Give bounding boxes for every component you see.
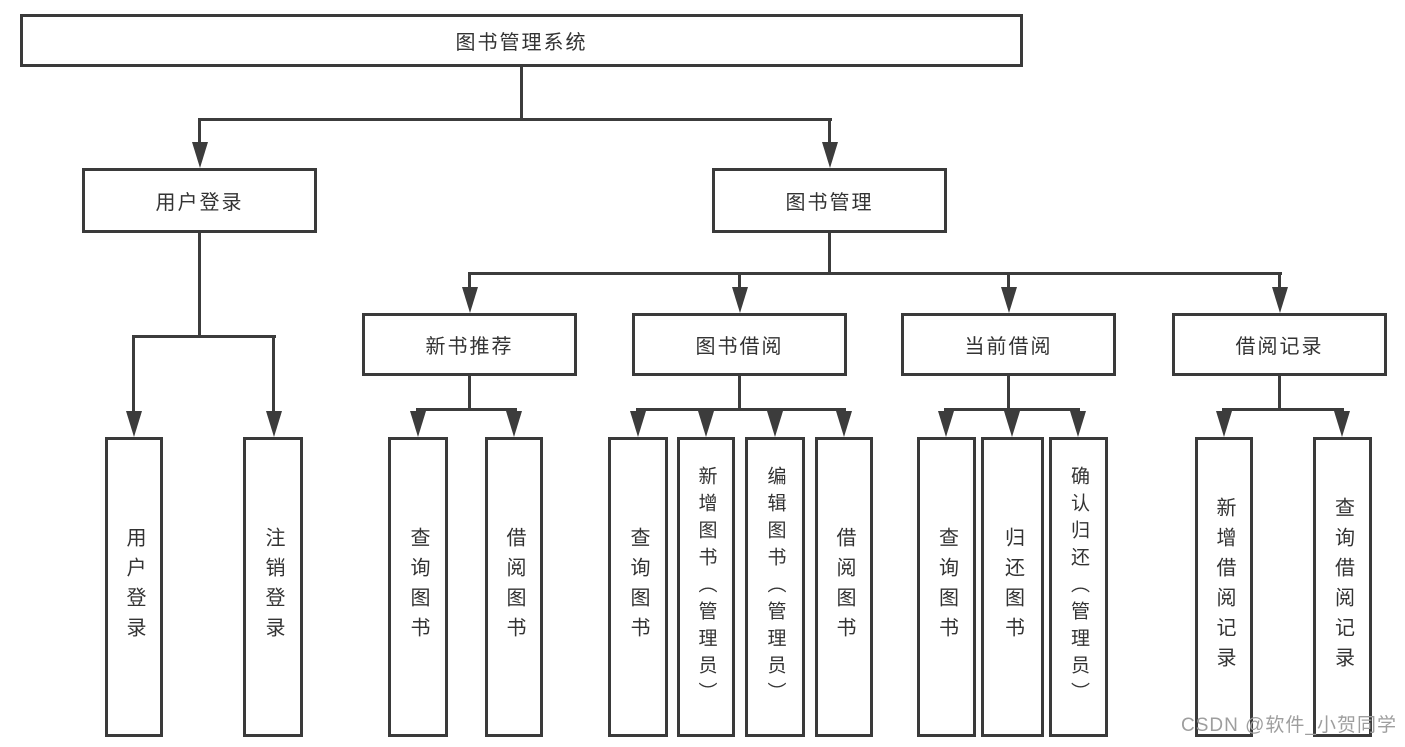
arrow-down-icon: [1272, 287, 1288, 313]
arrow-down-icon: [1216, 411, 1232, 437]
leaf-edit-book: 编辑图书（管理员）: [745, 437, 805, 737]
arrow-down-icon: [506, 411, 522, 437]
leaf-borrow-book-1-label: 借阅图书: [503, 527, 525, 647]
connector-line: [636, 408, 846, 411]
arrow-down-icon: [192, 142, 208, 168]
node-user-login: 用户登录: [82, 168, 317, 233]
connector-line: [132, 335, 276, 338]
leaf-add-borrow-record: 新增借阅记录: [1195, 437, 1253, 737]
node-book-management-label: 图书管理: [785, 192, 874, 214]
leaf-query-book-1: 查询图书: [388, 437, 448, 737]
arrow-down-icon: [1004, 411, 1020, 437]
node-book-borrow-label: 图书借阅: [695, 336, 784, 358]
leaf-add-book: 新增图书（管理员）: [677, 437, 735, 737]
connector-line: [828, 118, 831, 148]
node-user-login-label: 用户登录: [155, 192, 244, 214]
node-root-label: 图书管理系统: [455, 32, 588, 54]
connector-line: [272, 335, 275, 413]
connector-line: [468, 272, 471, 290]
leaf-return-book: 归还图书: [981, 437, 1044, 737]
connector-line: [738, 376, 741, 410]
leaf-query-borrow-record-label: 查询借阅记录: [1331, 497, 1354, 677]
node-current-borrow-label: 当前借阅: [964, 336, 1053, 358]
arrow-down-icon: [1334, 411, 1350, 437]
leaf-borrow-book-2-label: 借阅图书: [833, 527, 855, 647]
csdn-watermark: CSDN @软件_小贺同学: [1181, 715, 1397, 736]
arrow-down-icon: [1001, 287, 1017, 313]
arrow-down-icon: [462, 287, 478, 313]
connector-line: [738, 272, 741, 290]
connector-line: [520, 67, 523, 120]
leaf-confirm-return: 确认归还（管理员）: [1049, 437, 1108, 737]
connector-line: [198, 233, 201, 337]
node-new-book-recommend-label: 新书推荐: [425, 336, 514, 358]
arrow-down-icon: [1070, 411, 1086, 437]
leaf-add-borrow-record-label: 新增借阅记录: [1213, 497, 1235, 677]
leaf-user-login: 用户登录: [105, 437, 163, 737]
connector-line: [132, 335, 135, 413]
connector-line: [1007, 376, 1010, 410]
connector-line: [1222, 408, 1344, 411]
leaf-return-book-label: 归还图书: [1001, 527, 1024, 647]
connector-line: [198, 118, 201, 148]
leaf-query-book-3-label: 查询图书: [935, 527, 958, 647]
connector-line: [1278, 376, 1281, 410]
node-new-book-recommend: 新书推荐: [362, 313, 577, 376]
connector-line: [944, 408, 1080, 411]
node-borrow-records: 借阅记录: [1172, 313, 1387, 376]
arrow-down-icon: [698, 411, 714, 437]
leaf-query-book-2-label: 查询图书: [627, 527, 649, 647]
connector-line: [468, 376, 471, 410]
leaf-query-book-2: 查询图书: [608, 437, 668, 737]
leaf-logout: 注销登录: [243, 437, 303, 737]
connector-line: [416, 408, 517, 411]
arrow-down-icon: [836, 411, 852, 437]
leaf-query-book-3: 查询图书: [917, 437, 976, 737]
arrow-down-icon: [266, 411, 282, 437]
leaf-confirm-return-label: 确认归还（管理员）: [1068, 465, 1089, 709]
leaf-query-book-1-label: 查询图书: [407, 527, 429, 647]
node-book-borrow: 图书借阅: [632, 313, 847, 376]
leaf-borrow-book-2: 借阅图书: [815, 437, 873, 737]
leaf-borrow-book-1: 借阅图书: [485, 437, 543, 737]
arrow-down-icon: [126, 411, 142, 437]
node-book-management: 图书管理: [712, 168, 947, 233]
node-borrow-records-label: 借阅记录: [1235, 336, 1324, 358]
arrow-down-icon: [732, 287, 748, 313]
leaf-user-login-label: 用户登录: [123, 527, 145, 647]
leaf-edit-book-label: 编辑图书（管理员）: [764, 465, 786, 709]
node-current-borrow: 当前借阅: [901, 313, 1116, 376]
connector-line: [468, 272, 1282, 275]
leaf-query-borrow-record: 查询借阅记录: [1313, 437, 1372, 737]
arrow-down-icon: [767, 411, 783, 437]
connector-line: [198, 118, 832, 121]
arrow-down-icon: [938, 411, 954, 437]
connector-line: [1007, 272, 1010, 290]
arrow-down-icon: [410, 411, 426, 437]
leaf-add-book-label: 新增图书（管理员）: [695, 465, 717, 709]
connector-line: [828, 233, 831, 275]
arrow-down-icon: [630, 411, 646, 437]
arrow-down-icon: [822, 142, 838, 168]
node-root: 图书管理系统: [20, 14, 1023, 67]
leaf-logout-label: 注销登录: [262, 527, 284, 647]
connector-line: [1278, 272, 1281, 290]
